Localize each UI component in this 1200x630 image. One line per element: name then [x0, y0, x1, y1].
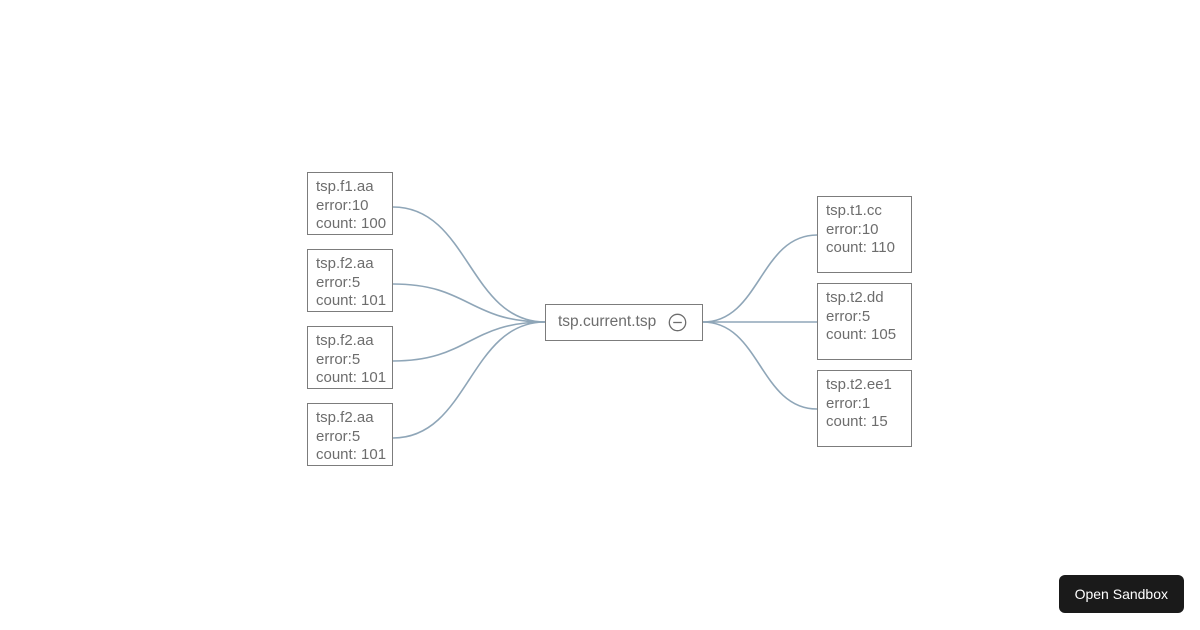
node-count: count: 101 [316, 292, 387, 310]
source-node-2[interactable]: tsp.f2.aa error:5 count: 101 [307, 249, 393, 312]
edge-src1-center [392, 206, 546, 323]
node-error: error:10 [826, 220, 879, 238]
node-count: count: 101 [316, 369, 387, 387]
node-name: tsp.f2.aa [316, 255, 374, 272]
target-node-1[interactable]: tsp.t1.cc error:10 count: 110 [817, 196, 912, 273]
node-error: error:10 [316, 196, 369, 214]
target-node-3[interactable]: tsp.t2.ee1 error:1 count: 15 [817, 370, 912, 447]
edge-src2-center [392, 283, 546, 323]
node-count: count: 101 [316, 446, 387, 464]
node-name: tsp.t2.dd [826, 289, 884, 306]
center-node-label: tsp.current.tsp [558, 313, 657, 331]
edge-center-tgt1 [702, 234, 818, 323]
node-error: error:5 [316, 273, 361, 291]
node-error: error:5 [316, 427, 361, 445]
node-error: error:5 [316, 350, 361, 368]
target-node-2[interactable]: tsp.t2.dd error:5 count: 105 [817, 283, 912, 360]
node-count: count: 110 [826, 239, 895, 257]
node-count: count: 15 [826, 413, 888, 431]
source-node-4[interactable]: tsp.f2.aa error:5 count: 101 [307, 403, 393, 466]
node-count: count: 100 [316, 215, 387, 233]
edge-src4-center [392, 321, 546, 439]
edge-src3-center [392, 321, 546, 362]
source-node-3[interactable]: tsp.f2.aa error:5 count: 101 [307, 326, 393, 389]
source-node-1[interactable]: tsp.f1.aa error:10 count: 100 [307, 172, 393, 235]
center-node[interactable]: tsp.current.tsp [545, 304, 703, 341]
node-name: tsp.f2.aa [316, 409, 374, 426]
node-error: error:1 [826, 394, 871, 412]
node-count: count: 105 [826, 326, 897, 344]
circle-minus-icon[interactable] [668, 313, 687, 332]
edge-center-tgt3 [702, 321, 818, 410]
open-sandbox-button[interactable]: Open Sandbox [1058, 575, 1184, 613]
node-name: tsp.f1.aa [316, 178, 374, 195]
node-name: tsp.f2.aa [316, 332, 374, 349]
node-name: tsp.t2.ee1 [826, 376, 892, 393]
node-error: error:5 [826, 307, 871, 325]
node-name: tsp.t1.cc [826, 202, 882, 219]
